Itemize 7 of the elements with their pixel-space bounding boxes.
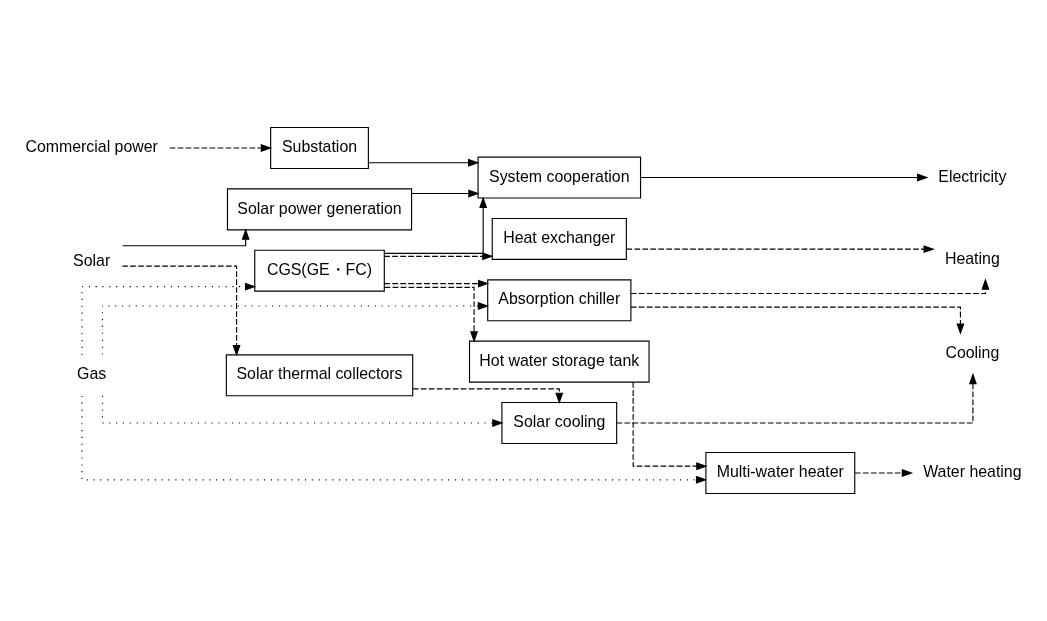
node-text: Heating <box>944 249 1000 267</box>
node-text: Cooling <box>945 343 1000 361</box>
node-text: Electricity <box>938 167 1007 185</box>
node-text: Water heating <box>923 463 1022 481</box>
node-text: Solar <box>73 251 111 269</box>
node-text: Gas <box>77 365 107 383</box>
node-text: Commercial power <box>25 138 158 156</box>
